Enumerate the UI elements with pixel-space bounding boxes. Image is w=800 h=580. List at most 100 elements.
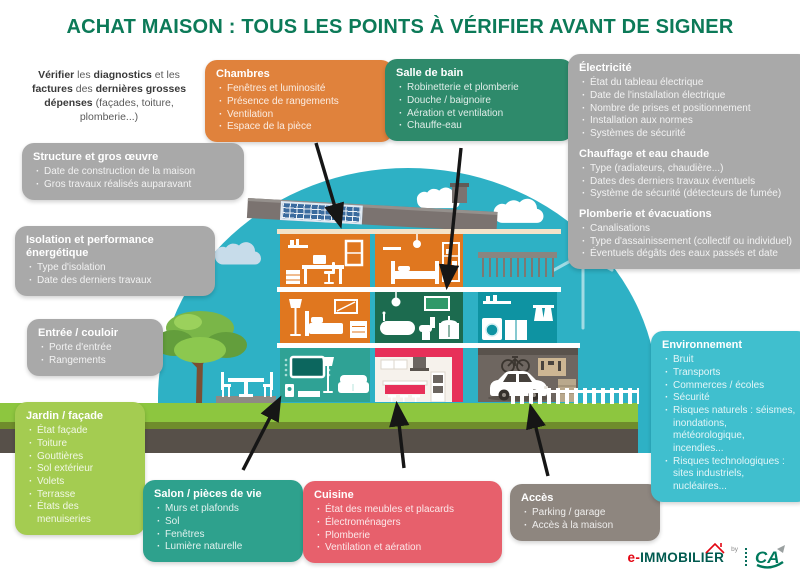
toilet-icon: [419, 317, 435, 340]
range-hood-icon: [413, 357, 426, 370]
computer-icon: [313, 255, 326, 264]
chauffage-list: Type (radiateurs, chaudière...)Dates des…: [579, 163, 799, 201]
checklist-item: Bruit: [662, 354, 798, 367]
brand-name: IMMOBILIER: [640, 549, 725, 565]
plomberie-title: Plomberie et évacuations: [579, 207, 712, 220]
acces-box: Accès Parking / garageAccès à la maison: [510, 484, 660, 541]
e-immobilier-wordmark: e-IMMOBILIER: [627, 542, 725, 565]
mirror-icon: [424, 296, 450, 311]
room-kitchen: [375, 348, 463, 402]
checklist-item: Lumière naturelle: [154, 541, 292, 554]
bathroom-furniture: [380, 292, 459, 340]
checklist-item: Chauffe-eau: [396, 120, 562, 133]
bed-icon: [391, 261, 439, 284]
cuisine-title: Cuisine: [314, 489, 354, 501]
cloud-icon: [214, 242, 262, 265]
salon-box: Salon / pièces de vie Murs et plafondsSo…: [143, 480, 303, 562]
bicycle-icon: [501, 356, 530, 373]
checklist-item: Gouttières: [26, 451, 134, 464]
checklist-item: Murs et plafonds: [154, 503, 292, 516]
isolation-list: Type d'isolationDate des derniers travau…: [26, 262, 204, 287]
cuisine-box: Cuisine État des meubles et placardsÉlec…: [303, 481, 502, 563]
room-office: [280, 234, 370, 287]
checklist-item: Fenêtres et luminosité: [216, 83, 382, 96]
diagnostics-note: Vérifier les diagnostics et les factures…: [20, 69, 198, 124]
grass-strip-dark: [0, 422, 638, 429]
fence: [511, 388, 639, 404]
room-bedroom-1: [375, 234, 463, 287]
environnement-box: Environnement BruitTransportsCommerces /…: [651, 331, 800, 502]
electricite-section: Électricité État du tableau électriqueDa…: [579, 62, 799, 141]
oven-icon: [430, 371, 446, 402]
note-segment: et les: [151, 69, 180, 81]
salon-list: Murs et plafondsSolFenêtresLumière natur…: [154, 503, 292, 554]
checklist-item: Date de l'installation électrique: [579, 90, 799, 103]
balcony-railing: [478, 252, 557, 277]
checklist-item: Porte d'entrée: [38, 342, 152, 355]
entree-title: Entrée / couloir: [38, 327, 119, 339]
note-segment: les: [74, 69, 94, 81]
note-segment: Vérifier: [38, 69, 75, 81]
checklist-item: Robinetterie et plomberie: [396, 82, 562, 95]
checklist-item: Date de construction de la maison: [33, 166, 233, 179]
checklist-item: Transports: [662, 367, 798, 380]
grass-strip: [0, 403, 638, 422]
environnement-title: Environnement: [662, 339, 743, 351]
floor-slab: [277, 229, 561, 234]
checklist-item: Toiture: [26, 438, 134, 451]
checklist-item: Commerces / écoles: [662, 380, 798, 393]
room-living: [280, 348, 370, 402]
page-title: ACHAT MAISON : TOUS LES POINTS À VÉRIFIE…: [66, 16, 734, 38]
checklist-item: Type (radiateurs, chaudière...): [579, 163, 799, 176]
floor-slab: [277, 343, 580, 348]
floor-lamp-icon: [289, 299, 302, 336]
checklist-item: Volets: [26, 476, 134, 489]
checklist-item: Ventilation et aération: [314, 542, 491, 555]
checklist-item: Plomberie: [314, 530, 491, 543]
kitchen-island-icon: [382, 380, 428, 402]
checklist-item: Ventilation: [216, 109, 382, 122]
jardin-title: Jardin / façade: [26, 410, 104, 422]
chambres-title: Chambres: [216, 68, 270, 80]
note-segment: diagnostics: [93, 69, 152, 81]
checklist-item: État façade: [26, 425, 134, 438]
dresser-icon: [350, 321, 367, 338]
house-outline-icon: [705, 542, 725, 554]
cuisine-list: État des meubles et placardsÉlectroménag…: [314, 504, 491, 555]
brand-logo: e-IMMOBILIER by CA: [627, 542, 786, 570]
isolation-title: Isolation et performance énergétique: [26, 234, 154, 260]
bathtub-icon: [380, 311, 415, 335]
bed-icon: [305, 311, 343, 336]
isolation-box: Isolation et performance énergétique Typ…: [15, 226, 215, 296]
checklist-item: Risques technologiques : sites industrie…: [662, 456, 798, 494]
wardrobe-icon: [533, 305, 554, 321]
laundry-furniture: [482, 295, 554, 340]
checklist-item: Installation aux normes: [579, 115, 799, 128]
living-furniture: [284, 355, 369, 397]
checklist-item: Dates des derniers travaux éventuels: [579, 176, 799, 189]
checklist-item: État des meubles et placards: [314, 504, 491, 517]
plomberie-section: Plomberie et évacuations CanalisationsTy…: [579, 208, 799, 261]
bedroom-furniture: [289, 299, 367, 338]
brand-prefix: e-: [627, 549, 641, 565]
kitchen-furniture: [375, 348, 463, 402]
garden-table-icon: [216, 372, 276, 403]
checklist-item: Douche / baignoire: [396, 95, 562, 108]
structure-list: Date de construction de la maisonGros tr…: [33, 166, 233, 191]
entree-list: Porte d'entréeRangements: [38, 342, 152, 367]
electricite-list: État du tableau électriqueDate de l'inst…: [579, 77, 799, 140]
pegboard-icon: [538, 358, 566, 376]
note-segment: dernières grosses dépenses: [44, 82, 187, 109]
checklist-item: Aération et ventilation: [396, 108, 562, 121]
structure-box: Structure et gros œuvre Date de construc…: [22, 143, 244, 200]
chambres-box: Chambres Fenêtres et luminositéPrésence …: [205, 60, 393, 142]
room-bathroom: [375, 292, 463, 343]
checklist-item: Risques naturels : séismes, inondations,…: [662, 405, 798, 456]
washing-machine-icon: [482, 318, 502, 340]
sink-icon: [439, 316, 459, 339]
note-segment: des: [72, 82, 96, 95]
checklist-item: Fenêtres: [154, 529, 292, 542]
plomberie-list: CanalisationsType d'assainissement (coll…: [579, 223, 799, 261]
note-segment: (façades, toiture, plomberie...): [79, 96, 174, 123]
cloud-icon: [493, 198, 544, 223]
